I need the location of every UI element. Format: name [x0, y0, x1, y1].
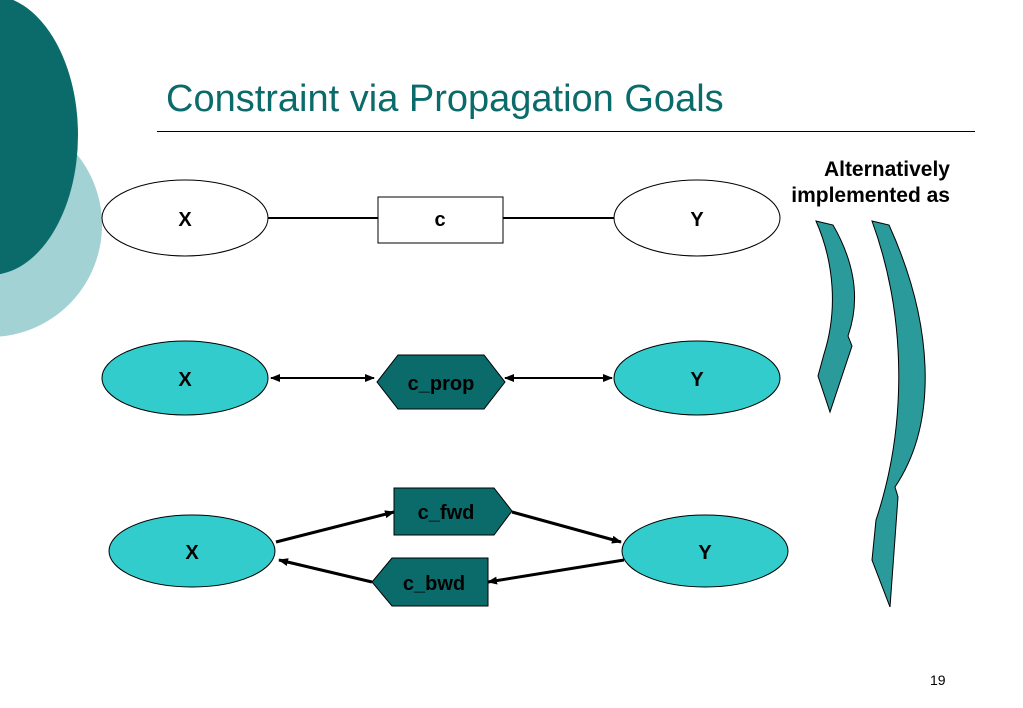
- title-underline: [157, 131, 975, 132]
- row1-x-label: X: [178, 209, 192, 231]
- row3-arrow-x-to-fwd: [275, 510, 395, 544]
- row3-x-label: X: [185, 542, 199, 564]
- side-note: Alternatively implemented as: [791, 158, 950, 207]
- row2-node-y: [613, 340, 781, 416]
- row3-node-y: [621, 514, 789, 588]
- row3-fwd-box: [393, 487, 513, 536]
- slide-title: Constraint via Propagation Goals: [166, 78, 724, 120]
- row3-bwd-box: [371, 557, 489, 607]
- row3-arrow-fwd-to-y: [511, 510, 622, 544]
- page-number: 19: [930, 672, 946, 688]
- row1-constraint-box: [377, 196, 504, 244]
- row1-node-x: [101, 179, 269, 257]
- row2-prop-hexagon: [376, 354, 506, 410]
- row2-node-x: [101, 340, 269, 416]
- row1-c-label: c: [434, 209, 445, 231]
- curved-arrow-short-icon: [815, 220, 855, 414]
- row3-fwd-label: c_fwd: [418, 502, 475, 524]
- row2-prop-label: c_prop: [408, 373, 475, 395]
- row3-bwd-label: c_bwd: [403, 573, 465, 595]
- row1-y-label: Y: [690, 209, 704, 231]
- row3-arrow-bwd-to-x: [278, 558, 373, 584]
- row3-node-x: [108, 514, 276, 588]
- decor-dark-circle: [0, 0, 78, 275]
- row2-x-label: X: [178, 369, 192, 391]
- row3-arrow-y-to-bwd: [487, 558, 625, 585]
- row2-y-label: Y: [690, 369, 704, 391]
- row1-node-y: [613, 179, 781, 257]
- row3-y-label: Y: [698, 542, 712, 564]
- curved-arrow-long-icon: [871, 220, 926, 608]
